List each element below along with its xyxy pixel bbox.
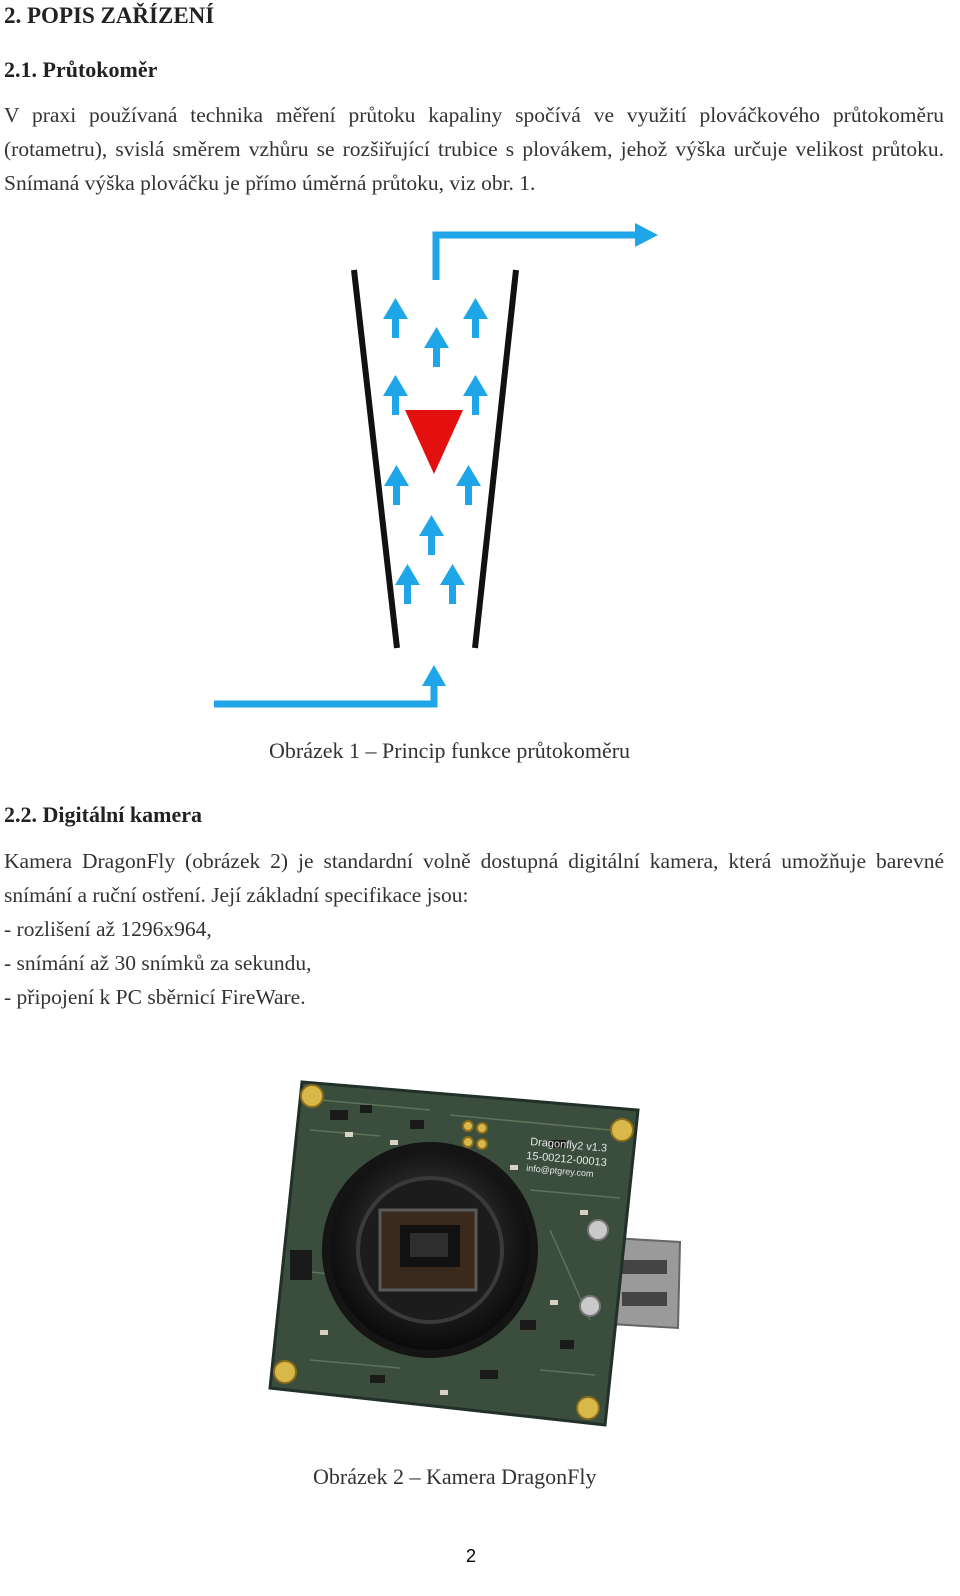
- camera-paragraph: Kamera DragonFly (obrázek 2) je standard…: [4, 849, 944, 907]
- inlet-arrow-head: [422, 665, 446, 686]
- spec-item: - rozlišení až 1296x964,: [4, 917, 212, 941]
- flow-arrow: [456, 465, 481, 505]
- tube-left-wall: [351, 269, 400, 649]
- camera-photo: Dragonfly2 v1.3 15-00212-00013 info@ptgr…: [268, 1080, 682, 1427]
- flow-arrows: [383, 298, 488, 604]
- page-number: 2: [466, 1546, 477, 1566]
- firewire-connector: [608, 1236, 682, 1330]
- tube-right-wall: [472, 269, 519, 649]
- flowmeter-paragraph: V praxi používaná technika měření průtok…: [4, 103, 944, 195]
- flow-arrow: [395, 564, 420, 604]
- flow-arrow: [424, 327, 449, 367]
- flow-arrow: [419, 515, 444, 555]
- outlet-pipe: [432, 231, 635, 280]
- float-marker: [405, 410, 463, 474]
- inlet-pipe: [214, 685, 438, 708]
- flowmeter-diagram: [214, 223, 658, 708]
- flow-arrow: [463, 375, 488, 415]
- flow-arrow: [384, 465, 409, 505]
- figure-2-caption: Obrázek 2 – Kamera DragonFly: [313, 1464, 597, 1489]
- flow-arrow: [383, 375, 408, 415]
- spec-item: - snímání až 30 snímků za sekundu,: [4, 951, 312, 975]
- section-heading: 2. POPIS ZAŘÍZENÍ: [4, 3, 215, 28]
- flow-arrow: [383, 298, 408, 338]
- camera-section: Kamera DragonFly (obrázek 2) je standard…: [4, 844, 944, 1014]
- outlet-arrow-head: [635, 223, 658, 247]
- spec-item: - připojení k PC sběrnicí FireWare.: [4, 985, 306, 1009]
- flowmeter-heading: 2.1. Průtokoměr: [4, 57, 158, 82]
- lens-mount: [322, 1142, 538, 1358]
- flow-arrow: [463, 298, 488, 338]
- flow-arrow: [440, 564, 465, 604]
- figure-1-caption: Obrázek 1 – Princip funkce průtokoměru: [269, 738, 631, 763]
- camera-heading: 2.2. Digitální kamera: [4, 802, 202, 827]
